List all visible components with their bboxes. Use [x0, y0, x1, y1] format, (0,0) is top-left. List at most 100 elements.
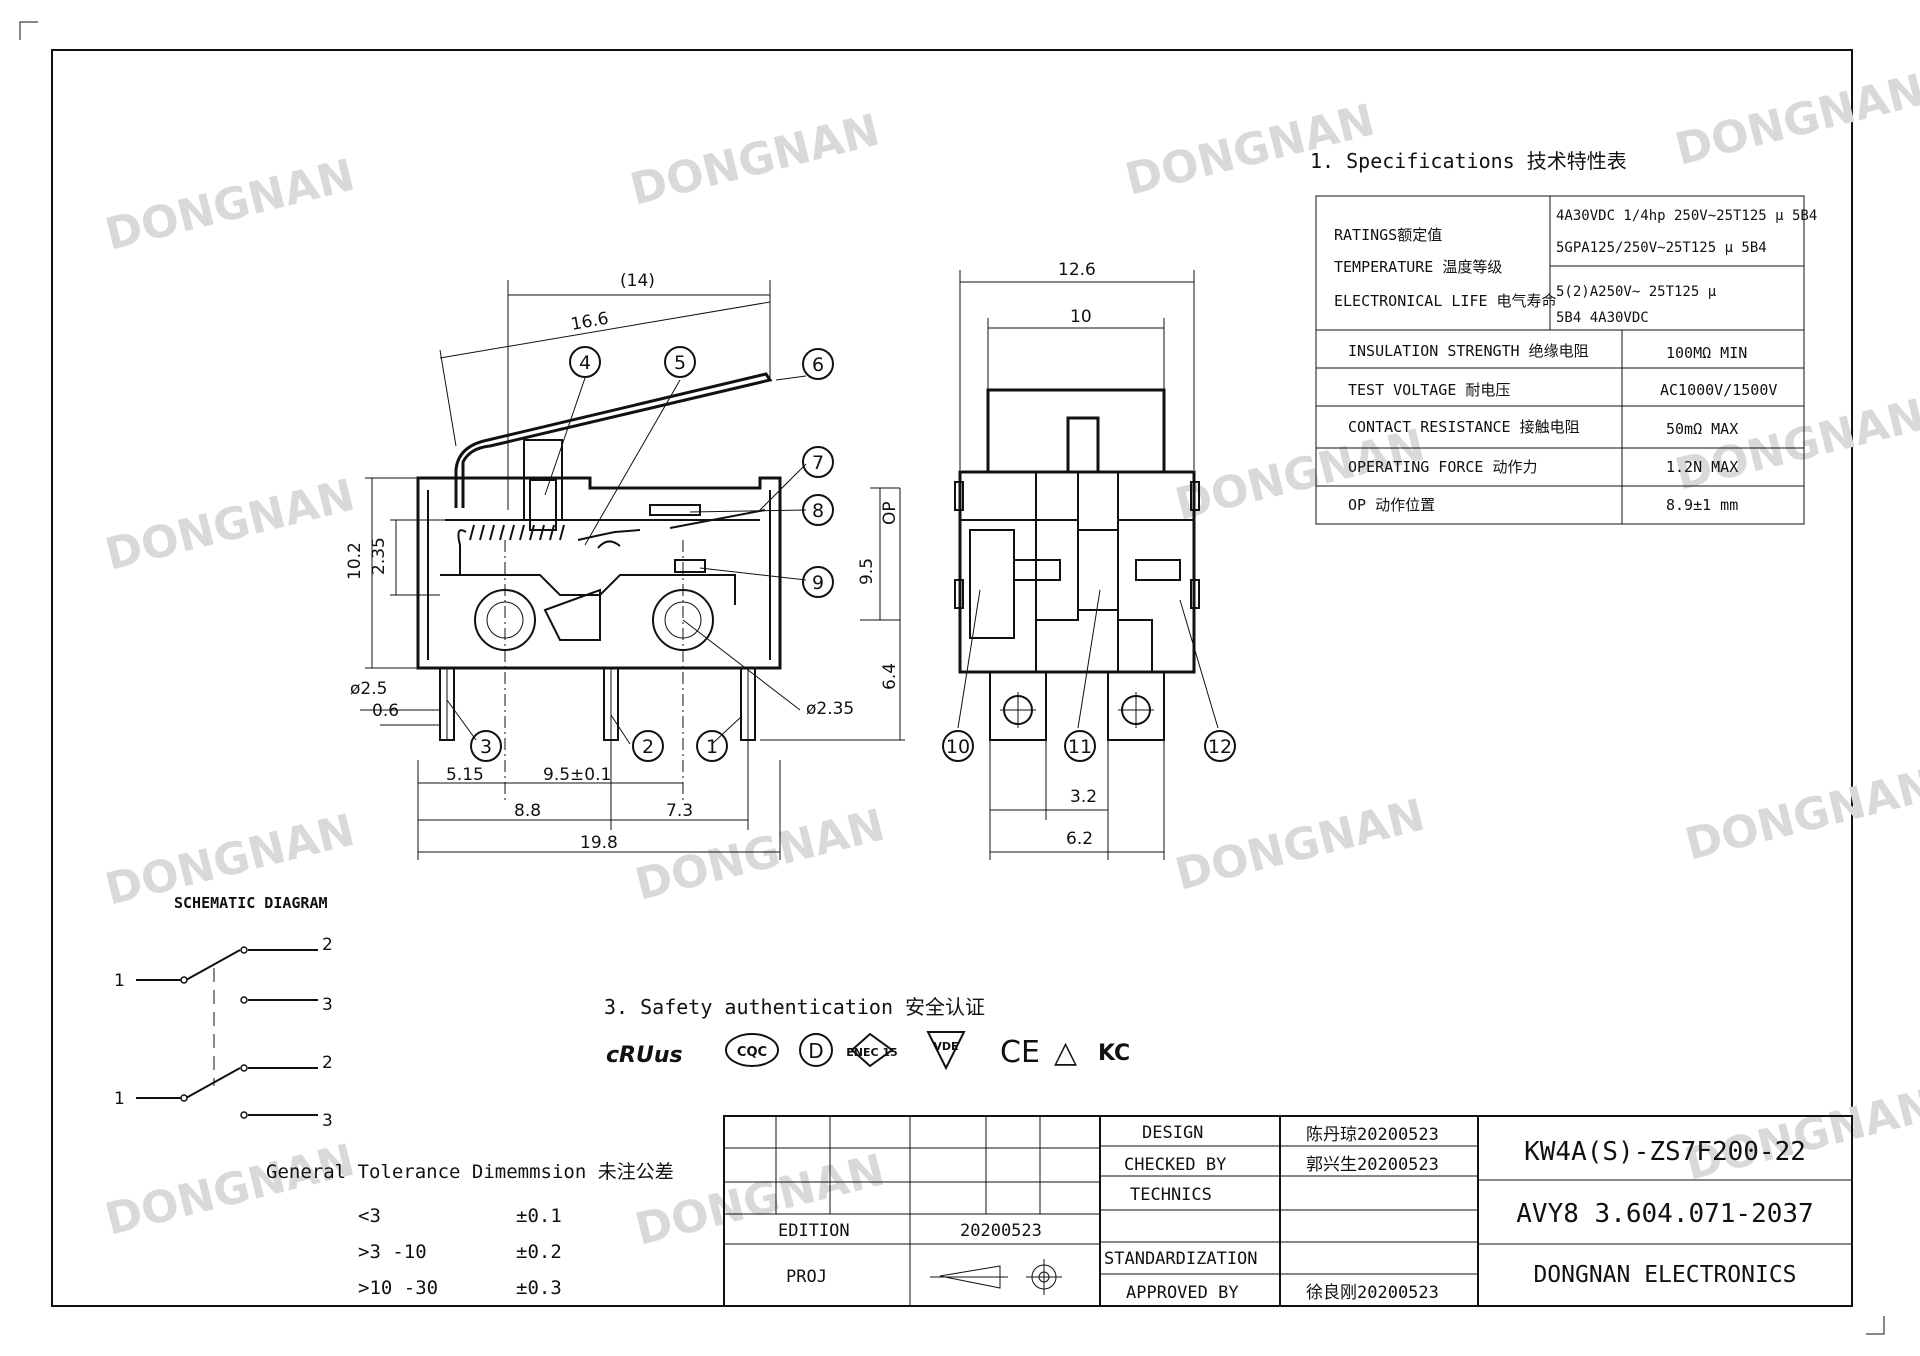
front-view [954, 388, 1200, 741]
drawing-number: AVY8 3.604.071-2037 [1516, 1199, 1813, 1229]
spec-temperature-label: TEMPERATURE 温度等级 [1334, 258, 1502, 276]
dim-7-3: 7.3 [666, 801, 693, 821]
schematic-pin-1: 1 [114, 971, 125, 991]
company-name: DONGNAN ELECTRONICS [1533, 1262, 1796, 1288]
watermark: DONGNAN [100, 1135, 359, 1246]
general-tolerance: General Tolerance Dimemmsion 未注公差 <3 ±0.… [266, 1161, 674, 1299]
callout-6: 6 [812, 354, 824, 376]
dim-6-2: 6.2 [1066, 829, 1093, 849]
spec-row-value: 1.2N MAX [1666, 458, 1738, 476]
tolerance-value: ±0.1 [516, 1205, 562, 1227]
side-view [416, 372, 782, 800]
callout-12: 12 [1208, 736, 1232, 758]
d-mark-icon: D [799, 1033, 833, 1067]
spec-rating-value: 5GPA125/250V~25T125 μ 5B4 [1556, 240, 1767, 256]
ul-mark-text: cRUus [606, 1043, 683, 1068]
vde-mark-icon: VDE [926, 1031, 966, 1071]
front-view-dimension-labels: 12.6 10 3.2 6.2 [1058, 260, 1097, 849]
spec-row-label: INSULATION STRENGTH 绝缘电阻 [1348, 342, 1589, 360]
watermark: DONGNAN [1680, 760, 1920, 871]
proj-label: PROJ [786, 1267, 827, 1287]
kc-mark-icon: KC [1098, 1041, 1130, 1066]
callout-7: 7 [812, 452, 824, 474]
approved-label: APPROVED BY [1126, 1283, 1239, 1303]
dim-5-15: 5.15 [446, 765, 484, 785]
side-view-dimensions [360, 280, 905, 860]
spec-row-value: 50mΩ MAX [1666, 420, 1738, 438]
edition-value: 20200523 [960, 1221, 1042, 1241]
title-block: DESIGN 陈丹琼20200523 CHECKED BY 郭兴生2020052… [723, 1115, 1853, 1307]
cqc-mark-icon: CQC [725, 1033, 779, 1067]
callout-4: 4 [579, 352, 591, 374]
technics-label: TECHNICS [1130, 1185, 1212, 1205]
callouts: 1 2 3 4 5 6 7 8 9 10 11 12 [446, 346, 1236, 762]
edition-label: EDITION [778, 1221, 850, 1241]
spec-life-value: 5B4 4A30VDC [1556, 310, 1649, 326]
schematic-title: SCHEMATIC DIAGRAM [174, 894, 328, 912]
watermark: DONGNAN [100, 470, 359, 581]
dim-6-4: 6.4 [880, 663, 900, 690]
dim-12-6: 12.6 [1058, 260, 1096, 280]
callout-8: 8 [812, 500, 824, 522]
tolerance-value: ±0.2 [516, 1241, 562, 1263]
watermark: DONGNAN [1170, 790, 1429, 901]
dim-0-6: 0.6 [372, 701, 399, 721]
spec-row-value: 100MΩ MIN [1666, 344, 1747, 362]
dim-2-35: 2.35 [369, 537, 389, 575]
ce-mark-icon: CE [1000, 1035, 1040, 1070]
spec-row-value: AC1000V/1500V [1660, 381, 1777, 399]
callout-9: 9 [812, 572, 824, 594]
callout-10: 10 [946, 736, 970, 758]
ul-mark-icon: cRUus [606, 1043, 683, 1068]
dim-dia-2-5: ø2.5 [350, 679, 387, 699]
callout-2: 2 [642, 736, 654, 758]
model-number: KW4A(S)-ZS7F200-22 [1524, 1137, 1806, 1167]
corner-marks [19, 21, 1885, 1335]
schematic-pin-3: 3 [322, 995, 333, 1015]
callout-3: 3 [480, 736, 492, 758]
dim-dia-2-35: ø2.35 [806, 699, 854, 719]
tolerance-range: <3 [358, 1205, 381, 1227]
dim-16-6: 16.6 [569, 309, 610, 335]
spec-life-value: 5(2)A250V~ 25T125 μ [1556, 284, 1717, 300]
spec-row-value: 8.9±1 mm [1666, 496, 1738, 514]
tolerance-heading: General Tolerance Dimemmsion 未注公差 [266, 1161, 674, 1183]
d-mark-text: D [808, 1039, 823, 1063]
triangle-mark-text: △ [1054, 1035, 1077, 1070]
approved-value: 徐良刚20200523 [1306, 1283, 1439, 1303]
side-view-dimension-labels: (14) 16.6 10.2 2.35 9.5 OP 6.4 ø2.5 0.6 … [345, 271, 900, 853]
projection-symbol-icon [930, 1259, 1062, 1295]
schematic-pin-3: 3 [322, 1111, 333, 1131]
specs-table: 1. Specifications 技术特性表 RATINGS额定值 TEMPE… [1310, 149, 1817, 525]
enec-mark-text: ENEC 15 [846, 1046, 897, 1059]
watermark: DONGNAN [100, 150, 359, 261]
design-label: DESIGN [1142, 1123, 1203, 1143]
specs-heading: 1. Specifications 技术特性表 [1310, 149, 1627, 173]
cqc-mark-text: CQC [737, 1045, 767, 1060]
ce-mark-text: CE [1000, 1035, 1040, 1070]
schematic-pin-2: 2 [322, 1053, 333, 1073]
kc-mark-text: KC [1098, 1041, 1130, 1066]
callout-5: 5 [674, 352, 686, 374]
spec-row-label: CONTACT RESISTANCE 接触电阻 [1348, 418, 1580, 436]
standardization-label: STANDARDIZATION [1104, 1249, 1258, 1269]
dim-3-2: 3.2 [1070, 787, 1097, 807]
dim-10-2: 10.2 [345, 542, 365, 580]
tolerance-range: >3 -10 [358, 1241, 427, 1263]
spec-life-label: ELECTRONICAL LIFE 电气寿命 [1334, 292, 1557, 310]
spec-row-label: TEST VOLTAGE 耐电压 [1348, 381, 1510, 399]
front-view-dimensions [959, 270, 1195, 860]
safety-heading: 3. Safety authentication 安全认证 [604, 995, 985, 1019]
schematic-pin-2: 2 [322, 935, 333, 955]
schematic-pin-1: 1 [114, 1089, 125, 1109]
design-value: 陈丹琼20200523 [1306, 1125, 1439, 1145]
dim-14: (14) [620, 271, 655, 291]
watermark: DONGNAN [1670, 65, 1920, 176]
tolerance-value: ±0.3 [516, 1277, 562, 1299]
watermark: DONGNAN [1680, 1080, 1920, 1191]
schematic-diagram: SCHEMATIC DIAGRAM 1 2 3 1 2 3 [114, 894, 333, 1131]
dim-9-5: 9.5 [857, 558, 877, 585]
dim-9-5-tol: 9.5±0.1 [543, 765, 611, 785]
spec-row-label: OP 动作位置 [1348, 496, 1435, 514]
